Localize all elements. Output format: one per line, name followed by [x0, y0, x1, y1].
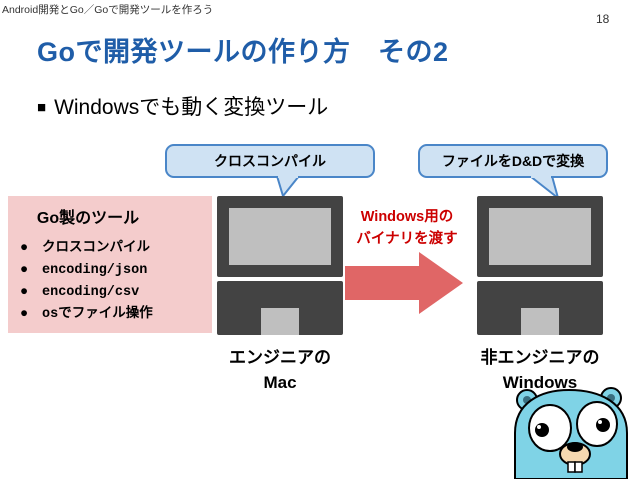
page-number: 18: [596, 12, 609, 26]
list-item: ●osでファイル操作: [20, 302, 153, 324]
mac-label: エンジニアの Mac: [200, 345, 360, 395]
go-tool-box: Go製のツール ●クロスコンパイル ●encoding/json ●encodi…: [8, 196, 212, 333]
cross-compile-callout: クロスコンパイル: [165, 144, 375, 204]
list-item: ●encoding/csv: [20, 280, 153, 302]
list-item: ●クロスコンパイル: [20, 236, 153, 258]
list-item: ●encoding/json: [20, 258, 153, 280]
bullet-dot-icon: ●: [20, 302, 42, 324]
go-tool-list: ●クロスコンパイル ●encoding/json ●encoding/csv ●…: [20, 236, 153, 324]
bullet-dot-icon: ●: [20, 236, 42, 258]
bullet-dot-icon: ●: [20, 258, 42, 280]
slide-title: Goで開発ツールの作り方 その2: [37, 30, 449, 69]
slide-header: Android開発とGo／Goで開発ツールを作ろう: [2, 2, 213, 17]
file-convert-callout: ファイルをD&Dで変換: [418, 144, 608, 204]
transfer-arrow-icon: [345, 252, 470, 314]
bullet-dot-icon: ●: [20, 280, 42, 302]
square-bullet-icon: ■: [37, 99, 46, 116]
gopher-mascot-icon: [505, 378, 638, 479]
go-tool-title: Go製のツール: [8, 204, 168, 228]
slide-subtitle: ■ Windowsでも動く変換ツール: [37, 91, 328, 121]
subtitle-text: Windowsでも動く変換ツール: [54, 96, 328, 119]
transfer-label: Windows用の バイナリを渡す: [337, 206, 477, 250]
